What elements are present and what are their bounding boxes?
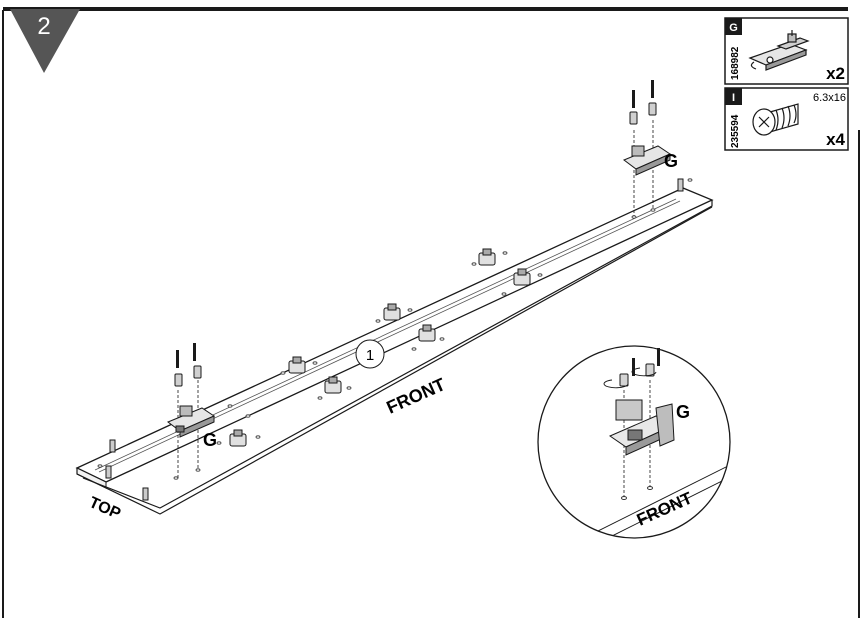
panel-number-label: 1 — [366, 347, 374, 364]
pegs — [105, 178, 684, 501]
connector — [383, 303, 401, 321]
step-badge: 2 — [10, 9, 80, 73]
panel-holes — [97, 178, 693, 480]
detail-screw-1 — [619, 373, 629, 387]
hinge-right: G — [622, 80, 678, 216]
screw-marker-left-2 — [193, 343, 196, 361]
part-code-i: 235594 — [730, 114, 741, 148]
detail-screw-marker-1 — [632, 358, 635, 376]
part-letter-i: I — [732, 92, 735, 104]
parts-box-i: I 235594 6.3x16 x4 — [724, 87, 849, 151]
hinge-left: G — [166, 343, 217, 480]
part-qty-i: x4 — [826, 130, 845, 149]
connector — [513, 268, 531, 286]
connector — [478, 248, 496, 266]
connector — [324, 376, 342, 394]
connector — [288, 356, 306, 374]
hinge-plate-icon — [748, 30, 810, 71]
detail-screw-2 — [645, 363, 655, 377]
screw-left-2 — [193, 365, 202, 379]
panel-number: 1 — [355, 339, 385, 369]
screw-marker-right-2 — [651, 80, 654, 98]
screw-left-1 — [174, 373, 183, 387]
page-frame — [2, 7, 860, 618]
step-number: 2 — [37, 13, 50, 40]
part-code-g: 168982 — [730, 46, 741, 80]
connector — [229, 429, 247, 447]
detail-hinge-label: G — [676, 402, 690, 422]
detail-screw-marker-2 — [657, 348, 660, 366]
hinge-label-left: G — [203, 430, 217, 450]
part-size-i: 6.3x16 — [813, 92, 846, 104]
cam-connectors — [229, 248, 531, 447]
screw-marker-left-1 — [176, 350, 179, 368]
top-label: TOP — [86, 494, 123, 523]
screw-icon — [752, 103, 799, 136]
parts-box-g: G 168982 x2 — [724, 17, 849, 85]
screw-right-1 — [629, 111, 638, 125]
detail-view: FRONT G — [537, 345, 731, 539]
part-qty-g: x2 — [826, 64, 845, 83]
screw-marker-right-1 — [632, 90, 635, 108]
connector — [418, 324, 436, 342]
screw-right-2 — [648, 102, 657, 116]
part-letter-g: G — [729, 22, 738, 34]
hinge-label-right: G — [664, 151, 678, 171]
